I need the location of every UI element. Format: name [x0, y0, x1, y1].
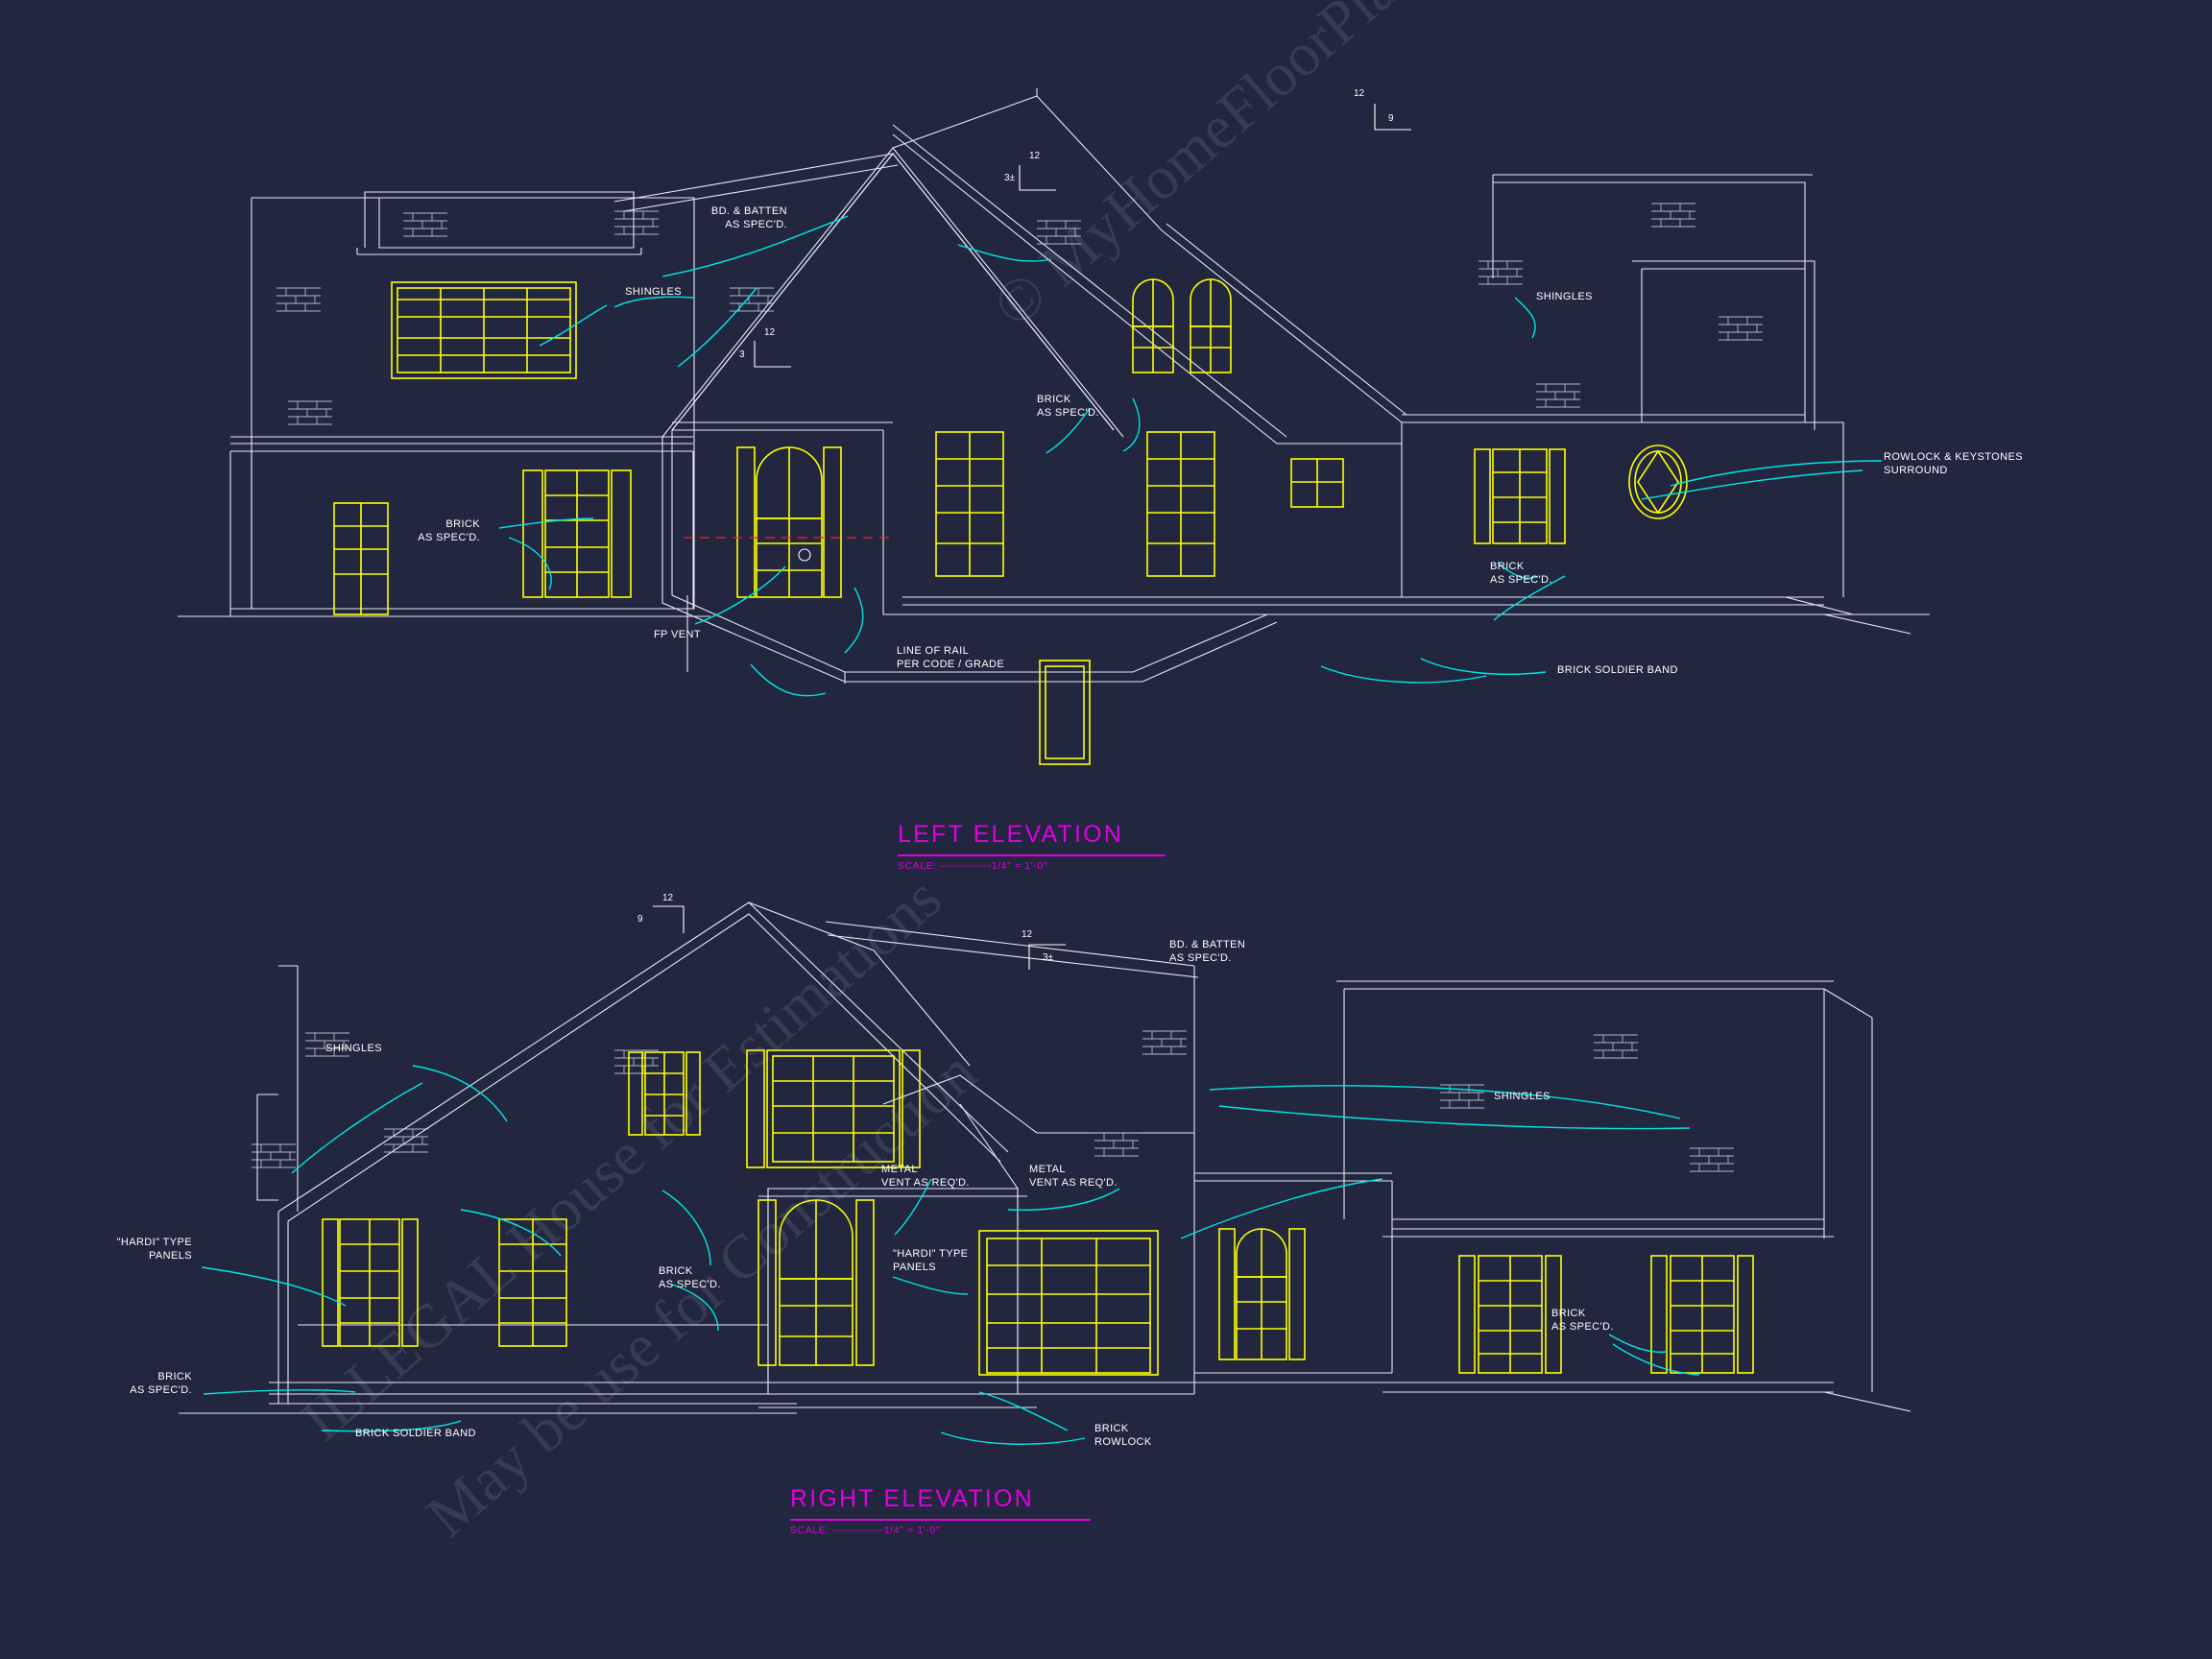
right-elevation-leaders — [201, 1065, 1700, 1445]
left-elevation-geometry — [178, 88, 1930, 684]
right-elevation-scale: SCALE: -------------1/4" = 1'-0" — [790, 1525, 941, 1536]
right-elevation-brick-texture — [251, 1030, 1735, 1172]
right-elevation-openings — [322, 1049, 1754, 1376]
pitch-rise-left-3: 12 — [764, 327, 776, 338]
pitch-run-left-2: 3± — [1004, 173, 1016, 183]
pitch-run-left-3: 3 — [739, 349, 745, 360]
left-elevation-title: LEFT ELEVATION — [898, 821, 1124, 848]
pitch-run-left-1: 9 — [1388, 113, 1394, 124]
left-elevation-leaders — [498, 215, 1883, 697]
right-elevation-pitch-symbols — [653, 905, 1066, 970]
pitch-rise-right-2: 12 — [1022, 929, 1033, 940]
left-elevation-pitch-symbols — [754, 104, 1411, 368]
pitch-rise-left-1: 12 — [1354, 88, 1365, 99]
pitch-rise-right-1: 12 — [662, 893, 674, 903]
pitch-rise-left-2: 12 — [1029, 151, 1041, 161]
pitch-run-right-2: 3± — [1043, 952, 1054, 963]
title-underlines — [790, 854, 1166, 1521]
left-elevation-openings — [333, 278, 1688, 765]
right-elevation-title: RIGHT ELEVATION — [790, 1485, 1034, 1512]
left-elevation-scale: SCALE: -------------1/4" = 1'-0" — [898, 860, 1048, 872]
red-reference-line — [684, 537, 889, 562]
pitch-run-right-1: 9 — [637, 914, 643, 925]
